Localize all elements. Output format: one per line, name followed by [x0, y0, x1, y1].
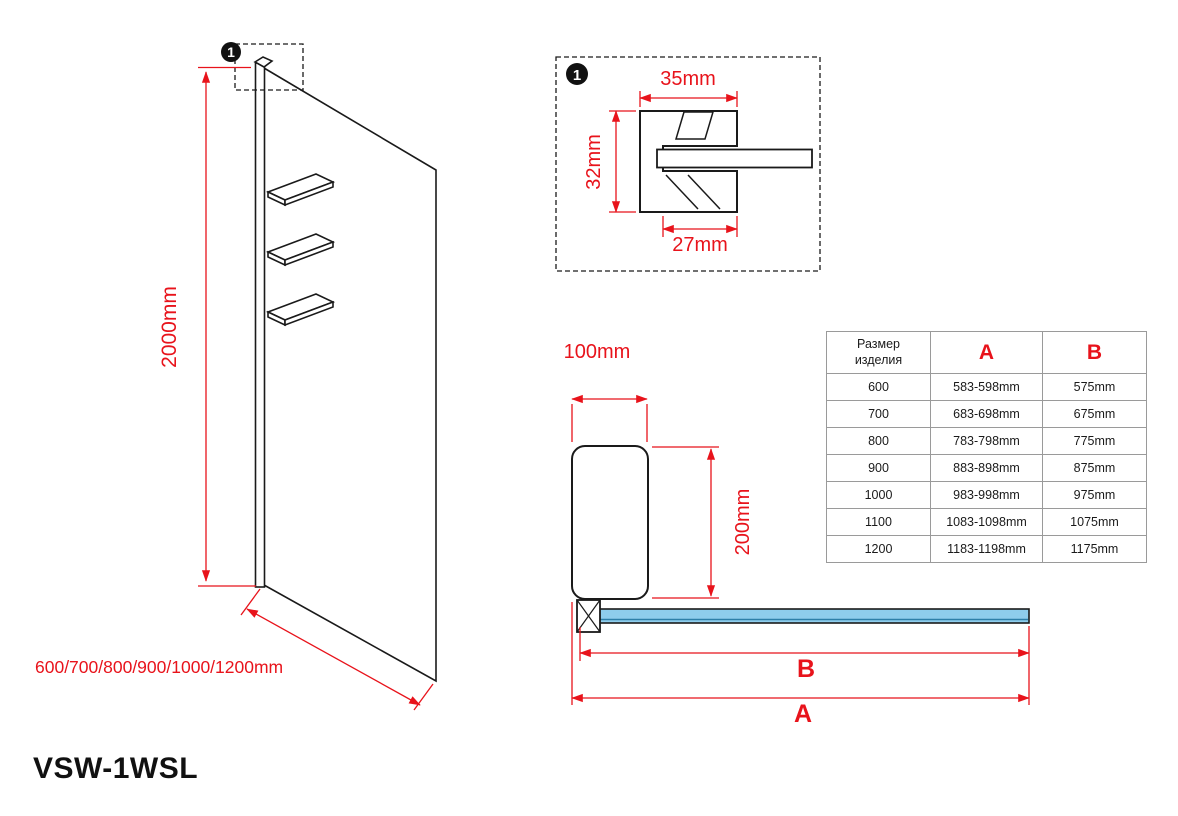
- cell-a: 983-998mm: [930, 481, 1043, 509]
- glass-panel: [263, 66, 437, 683]
- clamp-hatch-line: [665, 174, 699, 210]
- table-header-row: Размер изделия A B: [826, 331, 1147, 374]
- detail-dashed-box: [555, 56, 821, 272]
- cell-a: 683-698mm: [930, 400, 1043, 428]
- table-row: 700 683-698mm 675mm: [826, 400, 1147, 428]
- detail-callout-number: 1: [573, 67, 581, 84]
- detail-bottom-width-label: 27mm: [672, 234, 728, 256]
- dimension-panel-width: [240, 588, 434, 711]
- cell-a: 583-598mm: [930, 373, 1043, 401]
- dim-a-label: A: [794, 700, 812, 728]
- glass-section: [656, 148, 813, 169]
- table-row: 600 583-598mm 575mm: [826, 373, 1147, 401]
- cell-b: 1175mm: [1042, 535, 1147, 563]
- dimension-100mm: [571, 394, 648, 442]
- clamp-top-notch: [674, 111, 715, 140]
- header-dim-b: B: [1042, 331, 1147, 374]
- shelf: [265, 173, 336, 207]
- dimension-32mm: [609, 110, 636, 213]
- size-table-container: Размер изделия A B 600 583-598mm 575mm 7…: [826, 331, 1147, 563]
- detail-view: [555, 56, 821, 272]
- wall-profile-plan: [571, 445, 649, 600]
- table-row: 900 883-898mm 875mm: [826, 454, 1147, 482]
- cell-size: 800: [826, 427, 931, 455]
- panel-height-label: 2000mm: [158, 286, 181, 368]
- dimension-b: [579, 626, 1030, 705]
- detail-callout-marker: [566, 63, 588, 85]
- cell-b: 675mm: [1042, 400, 1147, 428]
- table-row: 1000 983-998mm 975mm: [826, 481, 1147, 509]
- header-product-size: Размер изделия: [826, 331, 931, 374]
- detail-top-width-label: 35mm: [660, 68, 716, 90]
- isometric-panel-view: [221, 42, 437, 683]
- glass-panel-plan: [579, 608, 1030, 624]
- cell-size: 1200: [826, 535, 931, 563]
- clamp-end-diagonal: [576, 599, 601, 633]
- dim-b-label: B: [797, 655, 815, 683]
- cell-b: 575mm: [1042, 373, 1147, 401]
- top-plan-view: [571, 445, 1030, 633]
- wall-profile-top-cap: [253, 56, 274, 68]
- wall-profile-strip: [254, 62, 266, 588]
- detail-height-label: 32mm: [583, 134, 605, 190]
- cell-a: 783-798mm: [930, 427, 1043, 455]
- cell-size: 900: [826, 454, 931, 482]
- table-row: 800 783-798mm 775mm: [826, 427, 1147, 455]
- profile-width-label: 100mm: [564, 341, 631, 363]
- shelf: [265, 233, 336, 267]
- cell-b: 975mm: [1042, 481, 1147, 509]
- dimension-lines: [198, 66, 1030, 711]
- clamp-profile-section: [639, 110, 738, 213]
- cell-size: 1000: [826, 481, 931, 509]
- table-row: 1200 1183-1198mm 1175mm: [826, 535, 1147, 563]
- dimension-200mm: [652, 446, 719, 599]
- cell-a: 1083-1098mm: [930, 508, 1043, 536]
- profile-depth-label: 200mm: [732, 489, 754, 556]
- table-row: 1100 1083-1098mm 1075mm: [826, 508, 1147, 536]
- panel-width-options-label: 600/700/800/900/1000/1200mm: [35, 657, 283, 677]
- size-table: Размер изделия A B 600 583-598mm 575mm 7…: [826, 331, 1147, 563]
- cell-b: 775mm: [1042, 427, 1147, 455]
- dimension-27mm: [662, 216, 738, 237]
- cell-a: 883-898mm: [930, 454, 1043, 482]
- shelf: [265, 293, 336, 327]
- cell-b: 1075mm: [1042, 508, 1147, 536]
- header-dim-a: A: [930, 331, 1043, 374]
- cell-size: 700: [826, 400, 931, 428]
- dimension-a: [571, 602, 1030, 705]
- cell-size: 1100: [826, 508, 931, 536]
- dimension-35mm: [639, 91, 738, 107]
- cell-a: 1183-1198mm: [930, 535, 1043, 563]
- callout-number: 1: [227, 44, 235, 60]
- cell-b: 875mm: [1042, 454, 1147, 482]
- model-name: VSW-1WSL: [33, 752, 199, 785]
- dimension-2000mm: [198, 66, 256, 587]
- clamp-hatch-line: [687, 174, 721, 210]
- cell-size: 600: [826, 373, 931, 401]
- callout-marker: [221, 42, 241, 62]
